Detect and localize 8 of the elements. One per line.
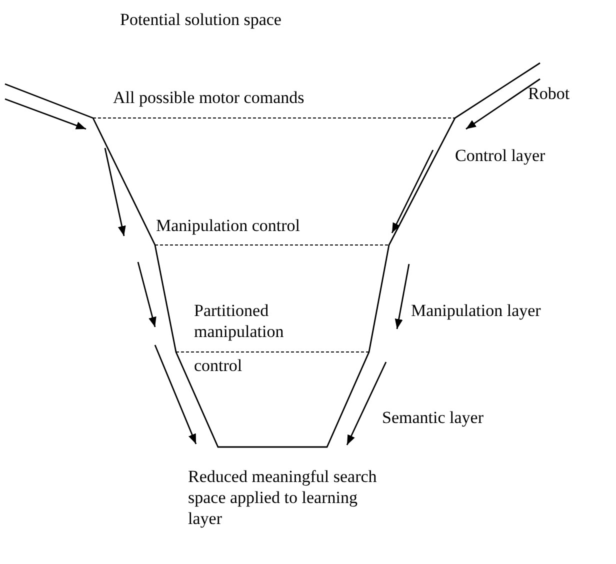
label: control xyxy=(193,355,244,376)
label: Robot xyxy=(527,83,571,104)
label: Manipulation layer xyxy=(410,300,542,321)
label: Partitioned manipulation xyxy=(193,300,285,342)
label: Reduced meaningful search space applied to learning layer xyxy=(187,466,378,529)
label: Semantic layer xyxy=(381,407,484,428)
title: Potential solution space xyxy=(120,10,282,30)
label: Control layer xyxy=(454,145,546,166)
